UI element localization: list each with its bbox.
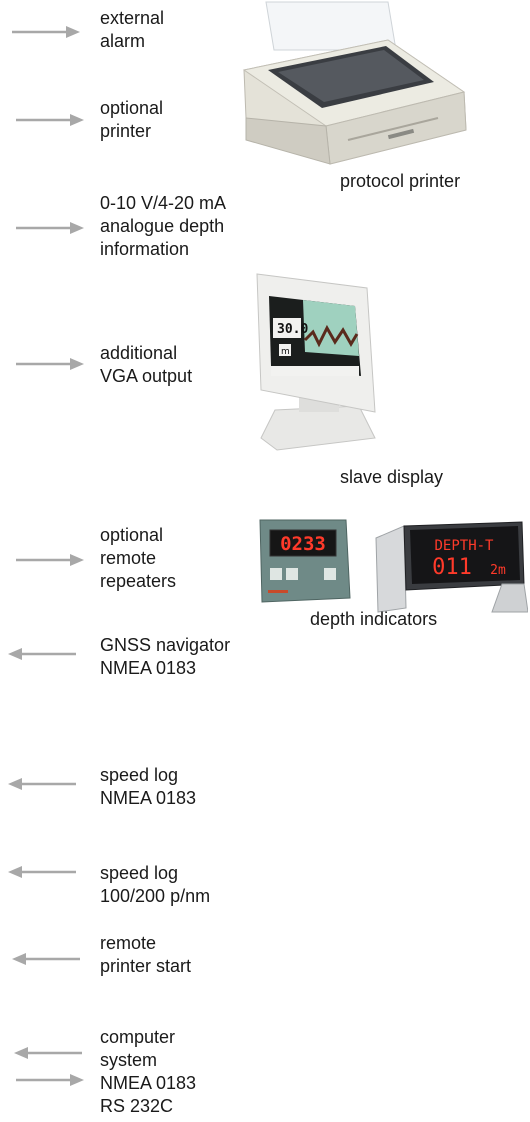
depth-indicator-image: DEPTH-T 011 2m	[375, 521, 528, 613]
indicator-value: 011	[432, 555, 472, 580]
arrow-remote-printer-start	[12, 953, 80, 965]
slave-display-image: 30.0 m	[256, 273, 376, 451]
protocol-printer-image	[242, 1, 467, 165]
label-remote-printer-start: remote printer start	[100, 933, 192, 976]
label-analogue-depth: 0-10 V/4-20 mA analogue depth informatio…	[100, 193, 227, 259]
arrow-external-alarm	[12, 26, 80, 38]
repeater-value: 0233	[280, 533, 326, 555]
monitor-depth-value: 30.0	[277, 322, 308, 337]
arrow-computer-system-out	[16, 1074, 84, 1086]
arrow-remote-repeaters	[16, 554, 84, 566]
label-speed-log-nmea: speed log NMEA 0183	[100, 765, 197, 808]
arrow-analogue-depth	[16, 222, 84, 234]
monitor-unit: m	[281, 347, 290, 357]
label-speed-log-pulse: speed log 100/200 p/nm	[100, 863, 211, 906]
label-external-alarm: external alarm	[100, 8, 165, 51]
arrow-computer-system-in	[14, 1047, 82, 1059]
slave-display-caption: slave display	[340, 467, 444, 487]
depth-indicators-caption: depth indicators	[310, 609, 438, 629]
label-optional-printer: optional printer	[100, 98, 164, 141]
arrow-vga-output	[16, 358, 84, 370]
arrow-gnss-navigator	[8, 648, 76, 660]
label-gnss-navigator: GNSS navigator NMEA 0183	[100, 635, 231, 678]
indicator-title: DEPTH-T	[434, 538, 494, 554]
arrow-speed-log-nmea	[8, 778, 76, 790]
label-remote-repeaters: optional remote repeaters	[100, 525, 177, 591]
arrow-speed-log-pulse	[8, 866, 76, 878]
arrow-optional-printer	[16, 114, 84, 126]
protocol-printer-caption: protocol printer	[340, 171, 461, 191]
repeater-panel-image: 0233	[259, 519, 351, 603]
label-vga-output: additional VGA output	[100, 343, 193, 386]
indicator-unit: 2m	[490, 563, 506, 578]
label-computer-system: computer system NMEA 0183 RS 232C	[100, 1027, 197, 1116]
